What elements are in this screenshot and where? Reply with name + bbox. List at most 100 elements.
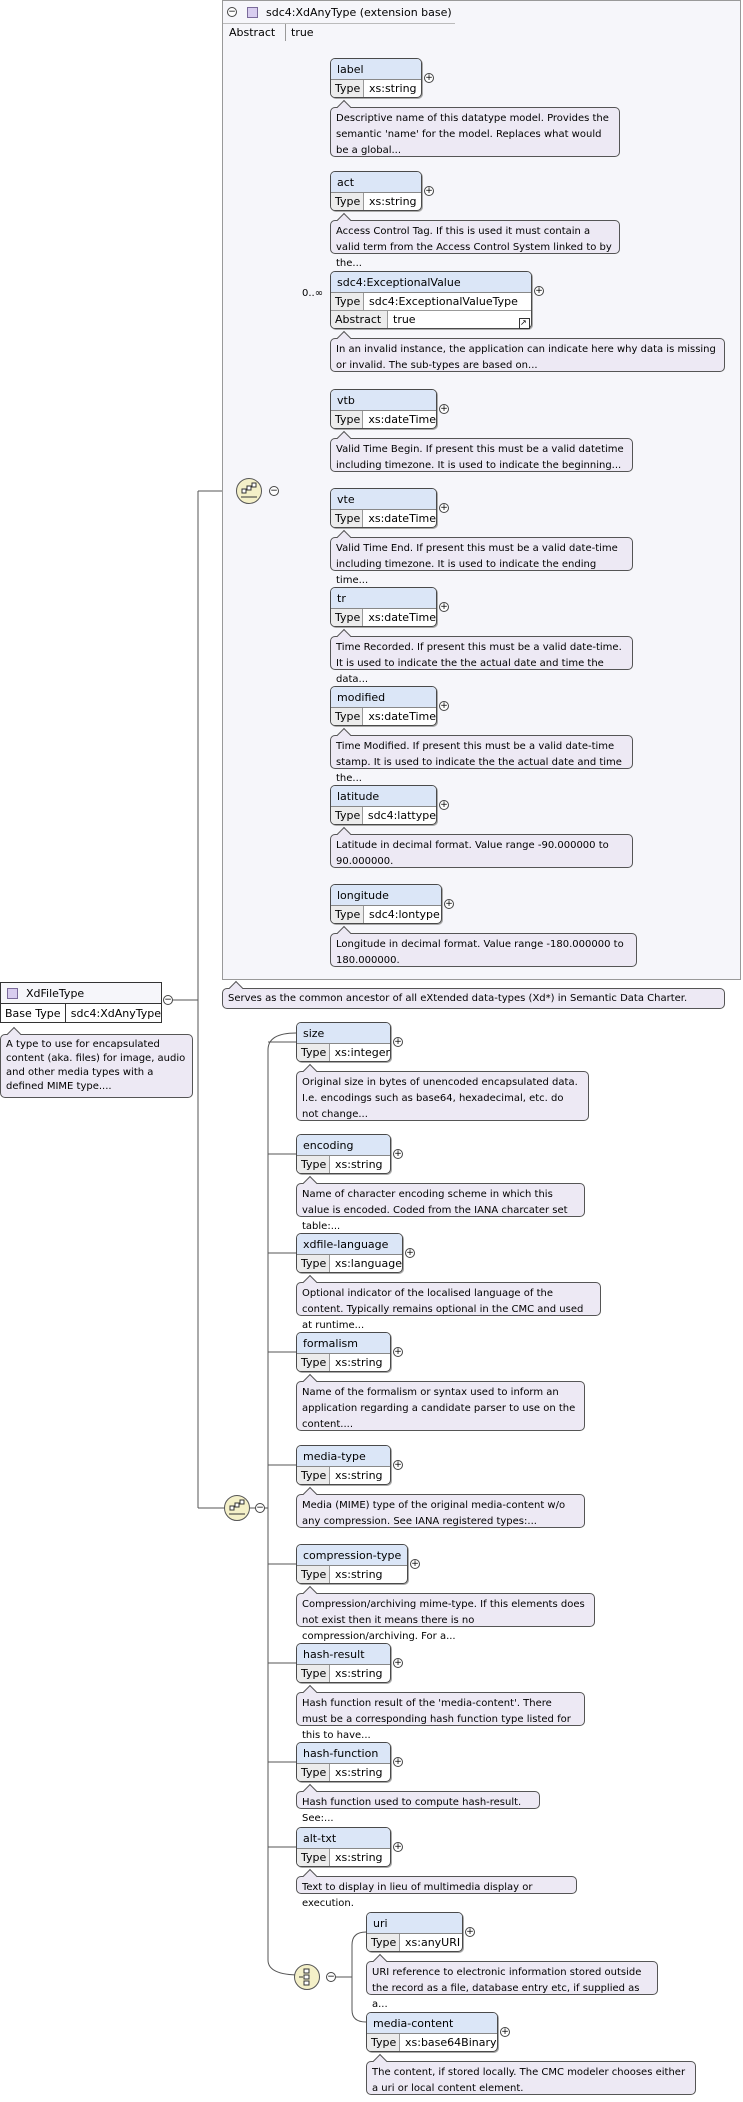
root-base-type-value: sdc4:XdAnyType	[70, 1006, 161, 1020]
base-sequence-minus-icon[interactable]: −	[269, 486, 279, 496]
plus-icon[interactable]: +	[424, 73, 434, 83]
plus-icon[interactable]: +	[405, 1248, 415, 1258]
element-type-value: xs:anyURI	[405, 1936, 461, 1949]
plus-icon[interactable]: +	[465, 1927, 475, 1937]
base-type-panel: − sdc4:XdAnyType (extension base) Abstra…	[222, 0, 741, 980]
plus-icon[interactable]: +	[439, 404, 449, 414]
element-type-value: xs:string	[335, 1851, 383, 1864]
base-type-title: sdc4:XdAnyType (extension base)	[266, 5, 452, 19]
element-description-text: Hash function result of the 'media-conte…	[302, 1698, 571, 1741]
plus-icon[interactable]: +	[439, 701, 449, 711]
minus-icon[interactable]: −	[227, 7, 237, 17]
element-description-text: Valid Time End. If present this must be …	[336, 543, 618, 586]
element-name: modified	[331, 687, 436, 708]
element-description-text: Access Control Tag. If this is used it m…	[336, 226, 612, 269]
choice-icon[interactable]	[294, 1964, 320, 1990]
element-type-value: sdc4:ExceptionalValueType	[369, 295, 518, 308]
plus-icon[interactable]: +	[439, 800, 449, 810]
root-description-text: A type to use for encapsulated content (…	[6, 1039, 186, 1092]
plus-icon[interactable]: +	[500, 2027, 510, 2037]
root-type-box[interactable]: XdFileType Base Type sdc4:XdAnyType	[0, 982, 162, 1023]
element-description: Time Recorded. If present this must be a…	[330, 636, 633, 685]
element-description-text: Latitude in decimal format. Value range …	[336, 840, 609, 867]
plus-icon[interactable]: +	[393, 1757, 403, 1767]
root-minus-icon[interactable]: −	[163, 995, 173, 1005]
element-type-value: sdc4:lattype	[367, 809, 436, 822]
element-type-value: xs:string	[335, 1158, 383, 1171]
sequence-icon[interactable]	[236, 478, 262, 504]
element-description-text: Time Modified. If present this must be a…	[336, 741, 622, 784]
ext-sequence-minus-icon[interactable]: −	[255, 1503, 265, 1513]
element-type-row: Type xs:string	[331, 193, 421, 210]
plus-icon[interactable]: +	[393, 1658, 403, 1668]
element-description: Name of character encoding scheme in whi…	[296, 1183, 585, 1232]
element-description-text: Media (MIME) type of the original media-…	[302, 1500, 566, 1527]
plus-icon[interactable]: +	[424, 186, 434, 196]
sequence-icon[interactable]	[224, 1495, 250, 1521]
plus-icon[interactable]: +	[393, 1842, 403, 1852]
element-type-label: Type	[331, 193, 364, 210]
element-description: Latitude in decimal format. Value range …	[330, 834, 633, 868]
element-abstract-label: Abstract	[331, 311, 388, 328]
element-description: Media (MIME) type of the original media-…	[296, 1494, 585, 1528]
abstract-kv: Abstract true	[223, 23, 455, 41]
element-description: Time Modified. If present this must be a…	[330, 735, 633, 784]
element-name: formalism	[297, 1333, 390, 1354]
element-type-label: Type	[331, 80, 364, 97]
element-description-text: Valid Time Begin. If present this must b…	[336, 444, 624, 471]
element-type-value: xs:string	[369, 195, 417, 208]
plus-icon[interactable]: +	[393, 1460, 403, 1470]
base-type-description-text: Serves as the common ancestor of all eXt…	[228, 993, 688, 1004]
element-name: media-type	[297, 1446, 390, 1467]
element-type-value: xs:string	[335, 1469, 383, 1482]
plus-icon[interactable]: +	[534, 286, 544, 296]
element-description: Name of the formalism or syntax used to …	[296, 1381, 585, 1431]
element-type-value: sdc4:lontype	[369, 908, 440, 921]
element-name: sdc4:ExceptionalValue	[331, 272, 531, 293]
element-description-text: Compression/archiving mime-type. If this…	[302, 1599, 585, 1642]
element-type-label: Type	[367, 1934, 400, 1951]
base-type-header: − sdc4:XdAnyType (extension base)	[223, 1, 740, 23]
element-type-row: Type xs:anyURI	[367, 1934, 462, 1951]
root-type-header: XdFileType	[1, 983, 161, 1003]
plus-icon[interactable]: +	[393, 1347, 403, 1357]
choice-minus-icon[interactable]: −	[326, 1972, 336, 1982]
plus-icon[interactable]: +	[439, 602, 449, 612]
plus-icon[interactable]: +	[444, 899, 454, 909]
element-description: Optional indicator of the localised lang…	[296, 1282, 601, 1331]
element-description: Hash function used to compute hash-resul…	[296, 1791, 540, 1824]
element-type-label: Type	[297, 1156, 330, 1173]
element-type-value: xs:string	[335, 1568, 383, 1581]
plus-icon[interactable]: +	[410, 1559, 420, 1569]
element-type-label: Type	[297, 1255, 330, 1272]
plus-icon[interactable]: +	[439, 503, 449, 513]
plus-icon[interactable]: +	[393, 1037, 403, 1047]
base-abstract-row: Abstract true	[223, 23, 455, 41]
element-description: Descriptive name of this datatype model.…	[330, 107, 620, 157]
plus-icon[interactable]: +	[393, 1149, 403, 1159]
